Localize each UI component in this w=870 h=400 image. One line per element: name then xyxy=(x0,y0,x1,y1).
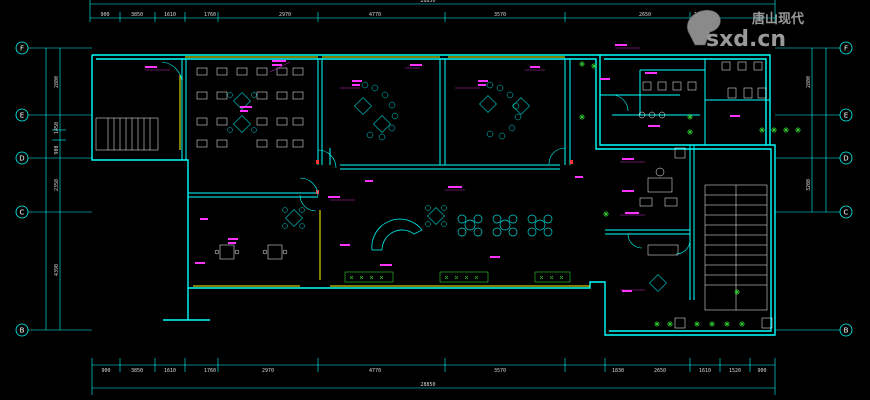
planter-rows xyxy=(344,271,571,283)
left-dimension-strings xyxy=(28,47,92,331)
axis-label-e-right: E xyxy=(844,112,848,120)
chairs xyxy=(227,81,522,229)
top-dim-label: 4770 xyxy=(369,12,381,18)
outer-walls xyxy=(91,54,776,336)
bottom-dimension-labels: 900 3850 1610 1760 2970 4770 3570 1830 2… xyxy=(101,368,766,388)
axis-label-f-right: F xyxy=(844,45,848,53)
bottom-dim-label: 4770 xyxy=(369,368,381,374)
left-dimension-labels: 2800 1450 900 2350 4390 xyxy=(54,76,60,276)
left-axis-bubbles xyxy=(15,41,29,337)
small-meeting-room xyxy=(214,244,288,260)
bottom-dim-label: 28850 xyxy=(420,382,435,388)
bottom-dim-label: 1760 xyxy=(204,368,216,374)
top-dim-label: 1610 xyxy=(164,12,176,18)
bottom-dim-label: 1610 xyxy=(164,368,176,374)
staircase-right xyxy=(704,184,768,311)
right-dim-label: 3200 xyxy=(806,179,812,191)
staircase-left xyxy=(95,117,159,151)
room-label-leaders xyxy=(145,47,645,291)
bottom-dim-label: 1830 xyxy=(612,368,624,374)
axis-label-e: E xyxy=(20,112,24,120)
left-dim-label: 2350 xyxy=(54,179,60,191)
top-dimension-labels: 28850 900 3850 1610 1760 2970 4770 3570 … xyxy=(100,0,706,18)
reception-desk xyxy=(371,218,423,251)
bottom-dimension-strings xyxy=(91,358,776,395)
top-dim-label: 1760 xyxy=(204,12,216,18)
interior-walls xyxy=(181,59,770,300)
watermark-brand-cn: 唐山现代 xyxy=(752,11,804,27)
watermark-brand-en: sxd.cn xyxy=(706,27,786,52)
bottom-dim-label: 3570 xyxy=(494,368,506,374)
axis-label-b-right: B xyxy=(844,327,849,335)
top-dimension-strings xyxy=(89,0,776,22)
windows xyxy=(179,56,590,287)
left-dim-label: 1450 xyxy=(54,122,60,134)
axis-label-c-right: C xyxy=(844,209,849,217)
bottom-dim-label: 3850 xyxy=(131,368,143,374)
axis-label-d: D xyxy=(19,155,24,163)
bottom-dim-label: 900 xyxy=(757,368,766,374)
axis-label-d-right: D xyxy=(843,155,848,163)
right-axis-letters: F E D C B xyxy=(843,45,848,335)
bottom-dim-label: 1520 xyxy=(729,368,741,374)
top-dim-label: 900 xyxy=(100,12,109,18)
right-dimension-labels: 2800 3200 xyxy=(806,76,812,191)
axis-label-c: C xyxy=(20,209,25,217)
axis-label-b: B xyxy=(20,327,25,335)
restroom-fixtures xyxy=(638,61,767,119)
door-swings xyxy=(161,61,691,255)
table-clusters xyxy=(233,92,667,292)
bottom-dim-label: 900 xyxy=(101,368,110,374)
bottom-dim-label: 1610 xyxy=(699,368,711,374)
plants xyxy=(579,61,801,327)
right-dimension-strings xyxy=(775,47,840,331)
left-dim-label: 2800 xyxy=(54,76,60,88)
left-axis-letters: F E D C B xyxy=(19,45,24,335)
top-dim-label: 28850 xyxy=(420,0,435,4)
room-label-marks xyxy=(145,44,740,292)
right-axis-bubbles xyxy=(839,41,853,337)
manager-office xyxy=(639,147,773,329)
workstations xyxy=(196,67,304,148)
top-dim-label: 3570 xyxy=(494,12,506,18)
bottom-dim-label: 2650 xyxy=(654,368,666,374)
right-dim-label: 2800 xyxy=(806,76,812,88)
left-dim-label: 4390 xyxy=(54,264,60,276)
bottom-dim-label: 2970 xyxy=(262,368,274,374)
lounge-tables xyxy=(457,214,553,237)
watermark-logo: 唐山现代 sxd.cn xyxy=(687,10,804,52)
left-dim-label: 900 xyxy=(54,145,60,154)
top-dim-label: 2970 xyxy=(279,12,291,18)
axis-label-f: F xyxy=(20,45,24,53)
logo-swirl-icon xyxy=(687,10,721,46)
top-dim-label: 3850 xyxy=(131,12,143,18)
top-dim-label: 2650 xyxy=(639,12,651,18)
